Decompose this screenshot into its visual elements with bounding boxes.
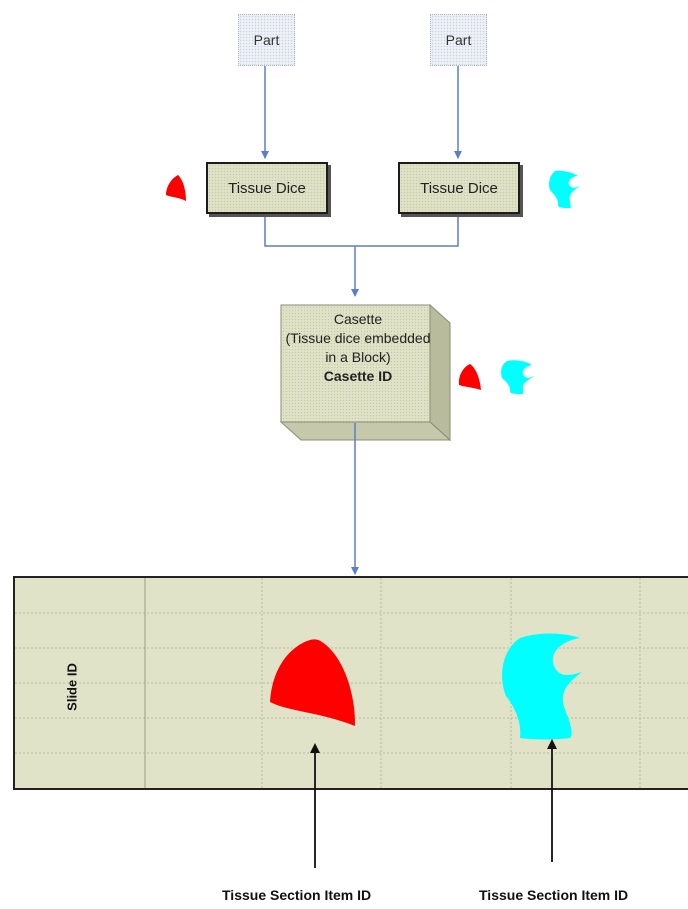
red-tissue-section	[270, 639, 356, 726]
casette-text: Casette (Tissue dice embedded in a Block…	[283, 310, 433, 386]
cyan-tissue-casette-icon	[501, 360, 534, 394]
red-tissue-dice-icon	[166, 175, 186, 201]
slide	[13, 576, 688, 790]
part-label: Part	[445, 32, 472, 48]
red-tissue-casette-icon	[458, 364, 481, 390]
casette-title: Casette	[333, 311, 383, 327]
cyan-tissue-section	[502, 633, 582, 740]
part-label: Part	[253, 32, 280, 48]
slide-id-label: Slide ID	[64, 663, 80, 711]
tissue-section-item-id-right: Tissue Section Item ID	[479, 887, 629, 903]
tissue-section-item-id-left: Tissue Section Item ID	[222, 887, 372, 903]
part-box-right: Part	[430, 14, 487, 66]
tissue-dice-box-left: Tissue Dice	[206, 162, 328, 214]
tissue-dice-label: Tissue Dice	[420, 179, 498, 197]
part-box-left: Part	[238, 14, 295, 66]
dice-merge-connector	[264, 214, 459, 247]
tissue-dice-box-right: Tissue Dice	[398, 162, 520, 214]
casette-description: (Tissue dice embedded in a Block)	[285, 330, 431, 365]
casette-block	[279, 303, 452, 442]
casette-id-label: Casette ID	[323, 368, 393, 384]
tissue-dice-label: Tissue Dice	[228, 179, 306, 197]
cyan-tissue-dice-icon	[549, 170, 580, 208]
